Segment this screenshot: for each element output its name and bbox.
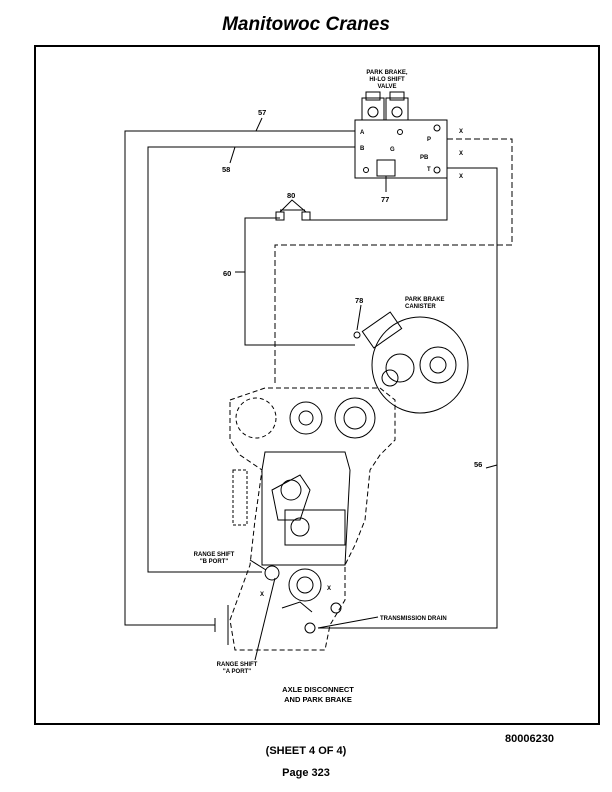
leader-56	[485, 464, 498, 469]
valve-label-line3: VALVE	[377, 84, 396, 90]
x-mark-range: X	[260, 592, 264, 598]
document-number: 80006230	[505, 733, 554, 745]
port-t-label: T	[427, 167, 431, 173]
x-mark-pb: X	[459, 151, 463, 157]
port-b-label: B	[360, 146, 365, 152]
valve-label-line1: PARK BRAKE,	[366, 70, 408, 76]
x-mark-p: X	[459, 129, 463, 135]
leader-range-b	[249, 559, 267, 571]
x-mark-trans: X	[327, 586, 331, 592]
range-b-label-line1: RANGE SHIFT	[194, 552, 235, 558]
drain-line	[318, 167, 498, 629]
hydraulic-line-60	[244, 160, 448, 346]
callout-58: 58	[222, 165, 230, 174]
port-g-label: G	[390, 147, 395, 153]
callout-60: 60	[223, 269, 231, 278]
page-number: Page 323	[282, 767, 330, 779]
fitting-80	[275, 199, 311, 221]
leader-57	[255, 117, 263, 132]
diagram-frame	[34, 45, 600, 725]
transmission	[214, 387, 396, 651]
x-mark-t: X	[459, 174, 463, 180]
caption-line2: AND PARK BRAKE	[284, 695, 352, 704]
hydraulic-line-58	[147, 146, 355, 573]
callout-56: 56	[474, 460, 482, 469]
hydraulic-line-57	[124, 130, 355, 626]
leader-trans-drain	[317, 616, 379, 629]
valve-label-line2: HI-LO SHIFT	[369, 77, 405, 83]
leader-78	[356, 304, 362, 331]
range-a-label-line1: RANGE SHIFT	[217, 662, 258, 668]
caption-line1: AXLE DISCONNECT	[282, 685, 354, 694]
page-header-title: Manitowoc Cranes	[222, 14, 390, 35]
callout-77: 77	[381, 195, 389, 204]
range-a-label-line2: "A PORT"	[223, 669, 251, 675]
port-p-label: P	[427, 137, 431, 143]
hydraulic-line-56	[274, 138, 513, 385]
park-brake-canister	[353, 311, 469, 414]
callout-80: 80	[287, 191, 295, 200]
port-pb-label: PB	[420, 155, 429, 161]
leader-range-a	[254, 577, 276, 661]
leader-58	[229, 146, 236, 164]
callout-78: 78	[355, 296, 363, 305]
canister-label-line2: CANISTER	[405, 304, 436, 310]
park-brake-valve	[354, 91, 448, 179]
canister-label-line1: PARK BRAKE	[405, 297, 445, 303]
port-a-label: A	[360, 130, 365, 136]
range-b-label-line2: "B PORT"	[200, 559, 229, 565]
transmission-drain-label: TRANSMISSION DRAIN	[380, 616, 447, 622]
callout-57: 57	[258, 108, 266, 117]
sheet-indicator: (SHEET 4 OF 4)	[265, 745, 347, 757]
